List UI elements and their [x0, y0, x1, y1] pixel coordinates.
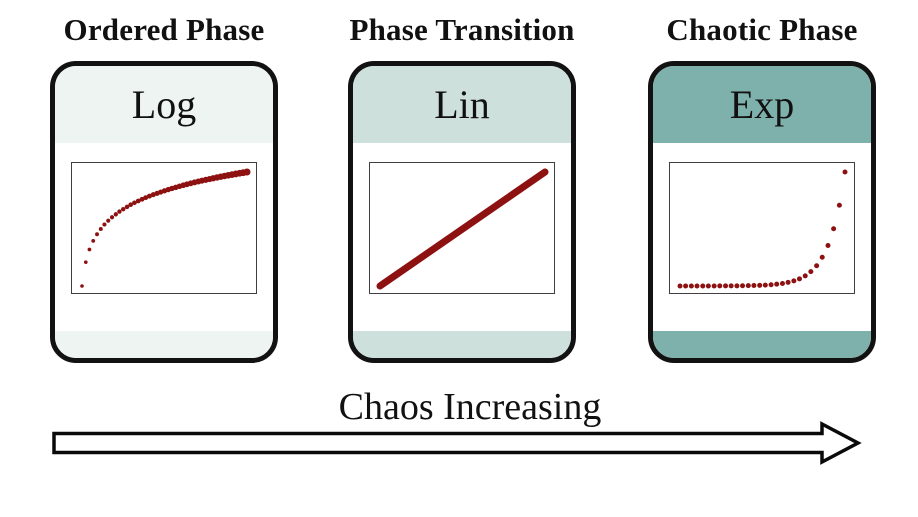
log-plot	[71, 162, 257, 294]
card-header: Lin	[353, 66, 571, 143]
card-phase-transition: Lin	[348, 61, 576, 363]
panel-title-phase-transition: Phase Transition	[349, 12, 575, 47]
card-chaotic-phase: Exp	[648, 61, 876, 363]
chaos-arrow-icon	[50, 420, 870, 470]
chaos-increasing-label: Chaos Increasing	[338, 386, 602, 428]
panel-title-ordered-phase: Ordered Phase	[63, 12, 265, 47]
lin-plot	[369, 162, 555, 294]
exp-plot	[669, 162, 855, 294]
card-ordered-phase: Log	[50, 61, 278, 363]
card-label-log: Log	[131, 82, 197, 127]
card-middle-band	[353, 162, 571, 331]
card-label-exp: Exp	[729, 82, 795, 127]
exp-chart	[677, 169, 848, 289]
card-header: Log	[55, 66, 273, 143]
lin-chart	[376, 168, 549, 290]
card-label-lin: Lin	[434, 82, 490, 127]
card-footer-band	[353, 331, 571, 358]
card-footer-band	[55, 331, 273, 358]
right-arrow-icon	[52, 421, 862, 465]
card-middle-band	[55, 162, 273, 331]
card-middle-band	[653, 162, 871, 331]
log-chart	[80, 168, 251, 288]
card-header: Exp	[653, 66, 871, 143]
card-footer-band	[653, 331, 871, 358]
panel-title-chaotic-phase: Chaotic Phase	[666, 12, 858, 47]
